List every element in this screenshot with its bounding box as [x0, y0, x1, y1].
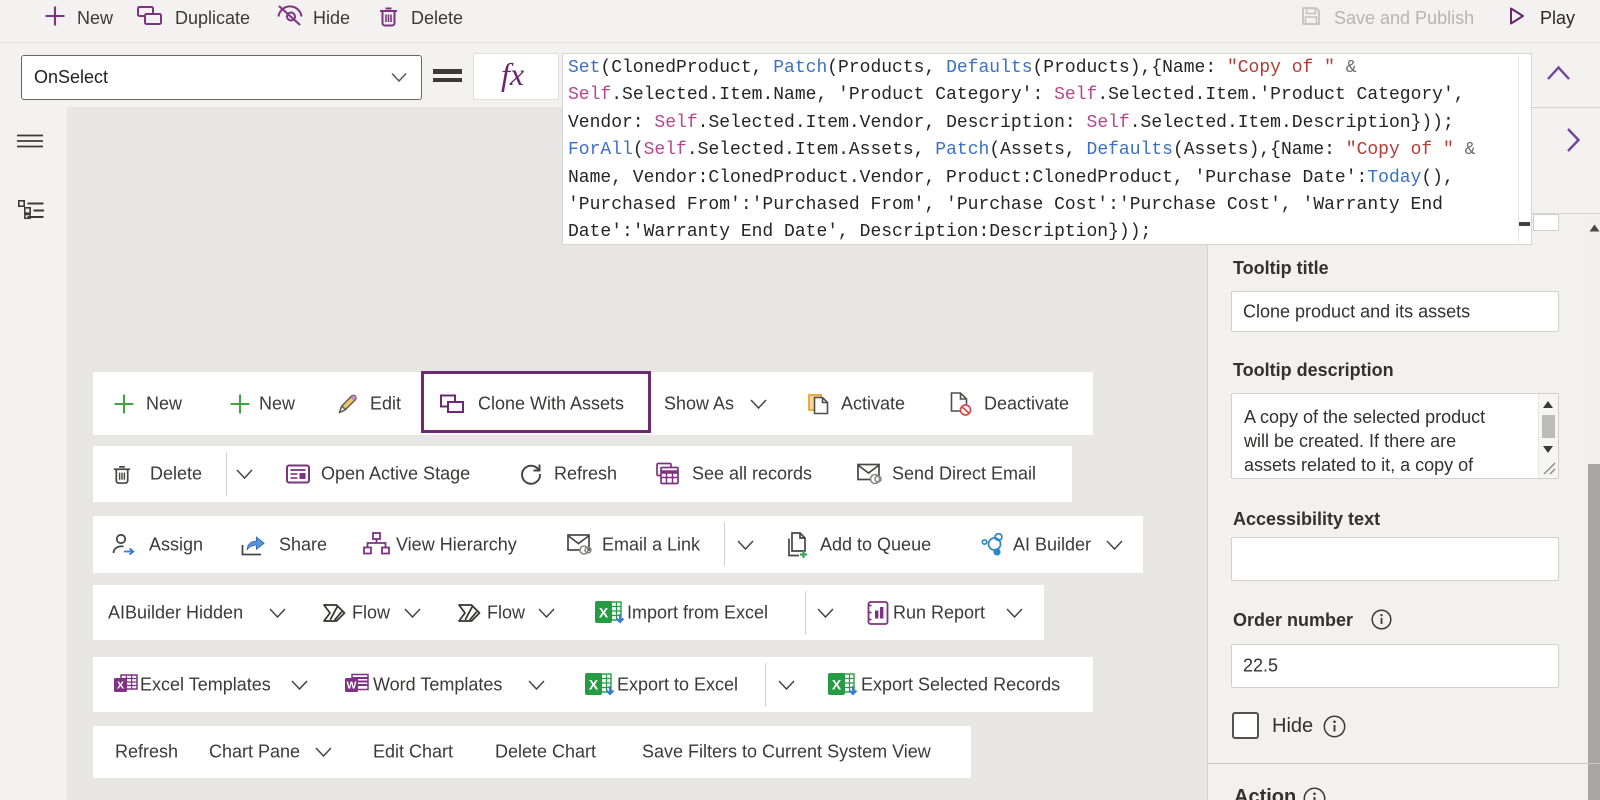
svg-text:X: X [599, 604, 609, 620]
svg-text:X: X [832, 676, 842, 692]
svg-text:X: X [117, 679, 124, 691]
svg-text:W: W [347, 679, 357, 691]
svg-text:X: X [589, 676, 599, 692]
